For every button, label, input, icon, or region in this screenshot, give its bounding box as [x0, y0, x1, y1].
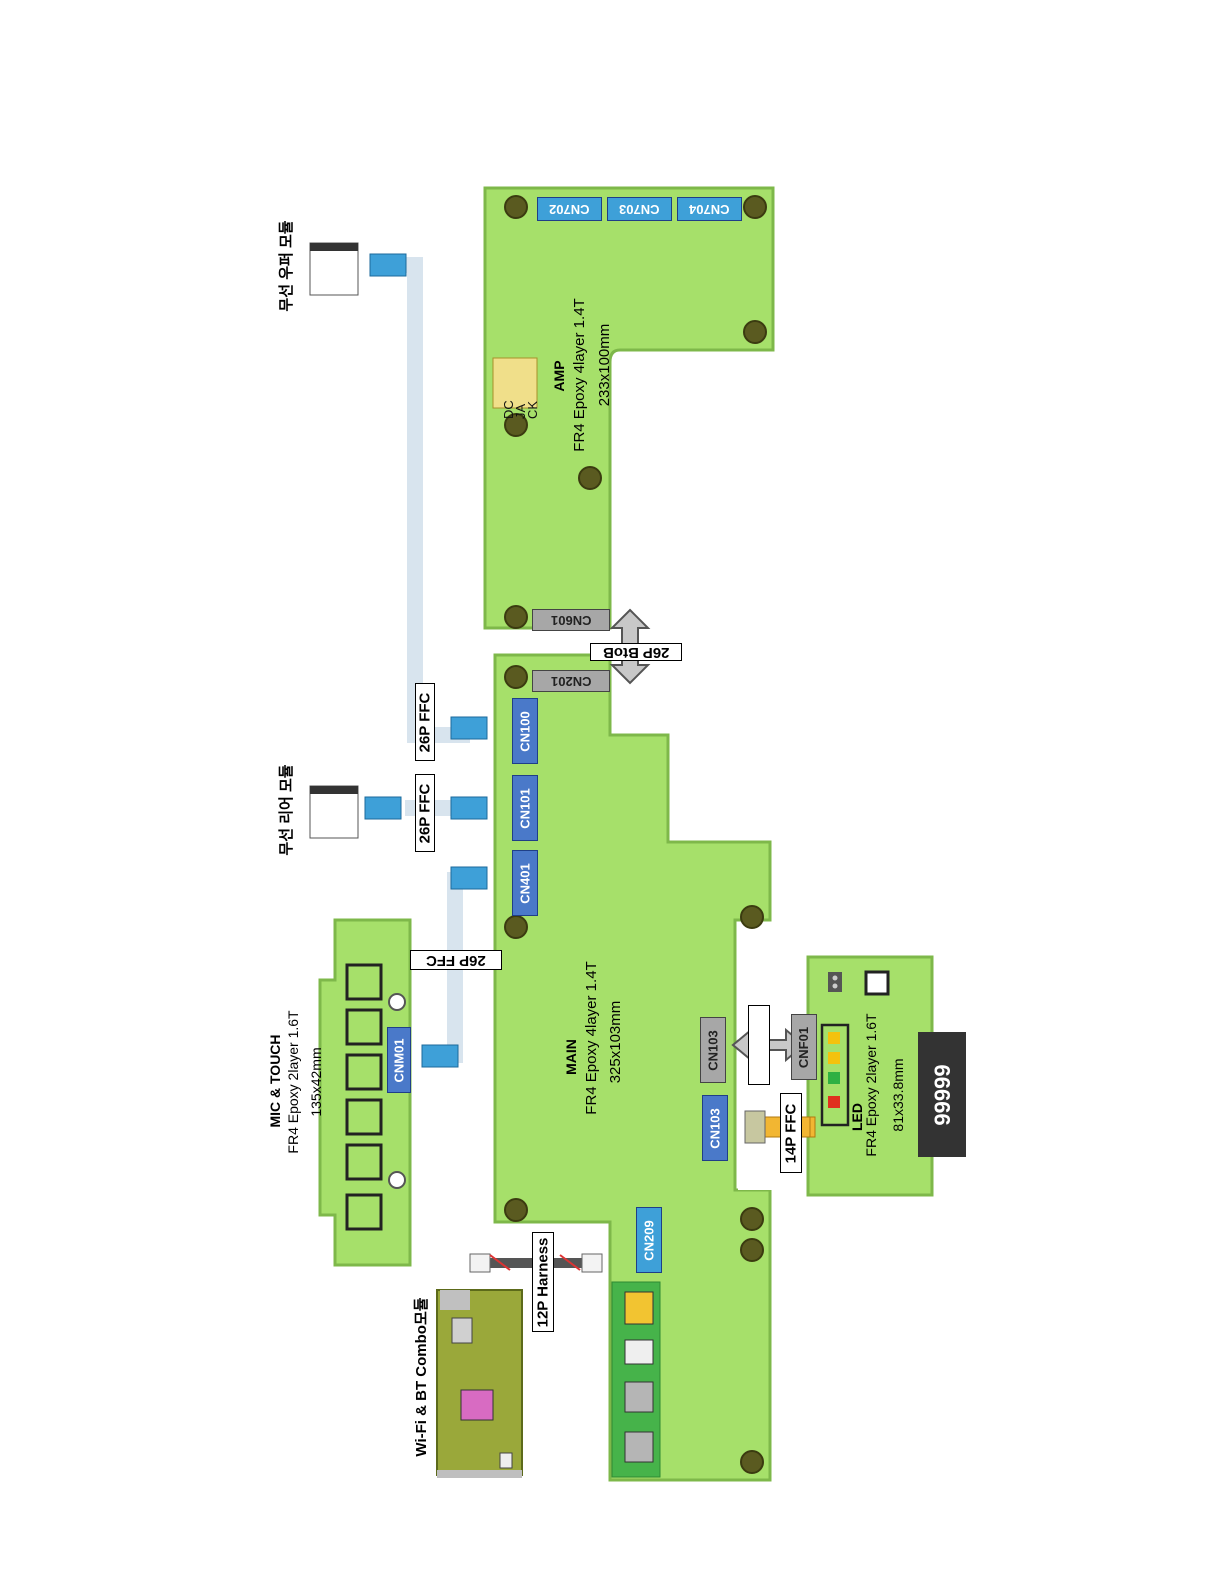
mic-board-size: 135x42mm	[308, 1047, 324, 1117]
led-switch	[864, 970, 890, 996]
connector-cn601: CN601	[532, 609, 610, 631]
label-led-btob	[748, 1005, 770, 1085]
connector-cn704: CN704	[677, 197, 742, 221]
main-board-spec: FR4 Epoxy 4layer 1.4T	[583, 961, 600, 1115]
led-header	[828, 972, 842, 992]
connector-cn209: CN209	[636, 1207, 662, 1273]
dc-jack-label: DC JA CK	[501, 349, 540, 419]
woofer-module	[309, 242, 359, 296]
connector-cn103-btob: CN103	[700, 1017, 726, 1083]
main-board-body	[493, 653, 772, 1482]
amp-board-spec: FR4 Epoxy 4layer 1.4T	[571, 298, 588, 452]
label-mic-ffc: 26P FFC	[410, 950, 502, 970]
led-badge: 99999	[930, 1064, 955, 1126]
wifi-harness	[469, 1253, 603, 1273]
led-indicator-frame	[820, 1023, 850, 1127]
wifi-bt-module	[436, 1289, 523, 1476]
amp-board-name: AMP	[551, 360, 567, 392]
rear-module-label: 무선 리어 모듈	[278, 764, 295, 856]
connector-cn702: CN702	[537, 197, 602, 221]
badge-bg	[918, 1032, 966, 1157]
woofer-ffc-cable	[405, 257, 470, 743]
connector-cn703: CN703	[607, 197, 672, 221]
amp-board-size: 233x100mm	[596, 323, 613, 407]
mic-board-name: MIC & TOUCH	[267, 1034, 283, 1128]
io-ports	[624, 1291, 654, 1463]
main-board-size: 325x103mm	[607, 1000, 624, 1084]
label-wifi-harness: 12P Harness	[532, 1232, 554, 1332]
touch-keys	[345, 963, 383, 1231]
label-woofer-ffc: 26P FFC	[415, 683, 435, 761]
connector-cn101: CN101	[512, 775, 538, 841]
ffc-tabs	[364, 253, 488, 1068]
mic-board-spec: FR4 Epoxy 2layer 1.6T	[285, 1010, 301, 1154]
woofer-module-label: 무선 우퍼 모듈	[278, 220, 295, 312]
label-amp-main-btob: 26P BtoB	[590, 643, 682, 661]
mounting-holes	[504, 195, 767, 1474]
label-led-ffc: 14P FFC	[780, 1093, 802, 1173]
connector-cn100: CN100	[512, 698, 538, 764]
connector-cn201: CN201	[532, 670, 610, 692]
main-board-name: MAIN	[563, 1039, 579, 1075]
led-board-spec: FR4 Epoxy 2layer 1.6T	[863, 1013, 879, 1157]
connector-cnm01: CNM01	[387, 1027, 411, 1093]
mic-holes	[388, 993, 406, 1189]
connector-cn401: CN401	[512, 850, 538, 916]
dc-jack-line-3: CK	[525, 400, 540, 419]
wifi-bt-module-label: Wi-Fi & BT Combo모듈	[413, 1297, 430, 1457]
connector-cnf01: CNF01	[791, 1014, 817, 1080]
amp-board	[483, 186, 775, 630]
rear-module	[309, 785, 359, 839]
led-board-size: 81x33.8mm	[890, 1058, 906, 1132]
dc-jack	[492, 357, 538, 409]
label-rear-ffc: 26P FFC	[415, 774, 435, 852]
connector-cn103-ffc: CN103	[702, 1095, 728, 1161]
